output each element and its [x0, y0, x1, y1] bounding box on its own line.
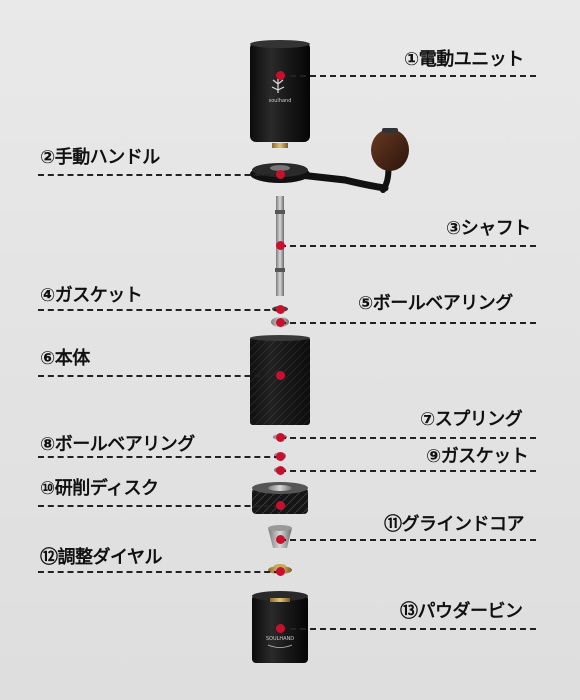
leader-line-7	[280, 437, 536, 439]
label-gasket: ④ガスケット	[40, 285, 143, 306]
leader-line-10	[38, 505, 280, 507]
label-grind-core: ⑪グラインドコア	[384, 514, 525, 535]
label-electric-unit: ①電動ユニット	[404, 49, 524, 70]
label-shaft: ③シャフト	[446, 218, 531, 239]
bin-brand-logo: SOULHAND	[266, 636, 294, 642]
marker-dot-8	[276, 452, 285, 461]
marker-dot-13	[276, 624, 285, 633]
marker-dot-10	[276, 501, 285, 510]
label-ball-bearing: ⑤ボールベアリング	[358, 293, 513, 314]
marker-dot-5	[276, 318, 285, 327]
leader-line-11	[280, 539, 536, 541]
label-spring: ⑦スプリング	[420, 409, 523, 430]
label-manual-handle: ②手動ハンドル	[40, 147, 160, 168]
leader-line-8	[38, 456, 280, 458]
marker-dot-11	[276, 535, 285, 544]
marker-dot-2	[276, 170, 285, 179]
leader-line-3	[280, 245, 536, 247]
label-powder-bin: ⑬パウダービン	[400, 601, 523, 622]
marker-dot-3	[276, 241, 285, 250]
leader-line-5	[280, 322, 536, 324]
leader-line-9	[280, 470, 536, 472]
marker-dot-7	[276, 433, 285, 442]
label-gasket-lower: ⑨ガスケット	[426, 446, 529, 467]
grinding-disk	[252, 482, 308, 514]
marker-dot-12	[276, 567, 285, 576]
grinder-body	[250, 335, 310, 425]
electric-unit: soulhand	[250, 40, 310, 148]
leader-line-2	[38, 174, 280, 176]
leader-line-1	[280, 75, 536, 77]
label-ball-bearing-lower: ⑧ボールベアリング	[40, 434, 195, 455]
label-body: ⑥本体	[40, 348, 90, 369]
marker-dot-4	[276, 305, 285, 314]
leader-line-4	[38, 309, 280, 311]
leader-line-12	[38, 571, 280, 573]
leader-line-6	[38, 375, 280, 377]
marker-dot-1	[276, 71, 285, 80]
unit-brand-logo: soulhand	[269, 98, 292, 104]
leader-line-13	[280, 628, 536, 630]
label-adjustment-dial: ⑫調整ダイヤル	[40, 547, 162, 568]
label-grinding-disk: ⑩研削ディスク	[40, 478, 159, 499]
marker-dot-6	[276, 371, 285, 380]
marker-dot-9	[276, 466, 285, 475]
